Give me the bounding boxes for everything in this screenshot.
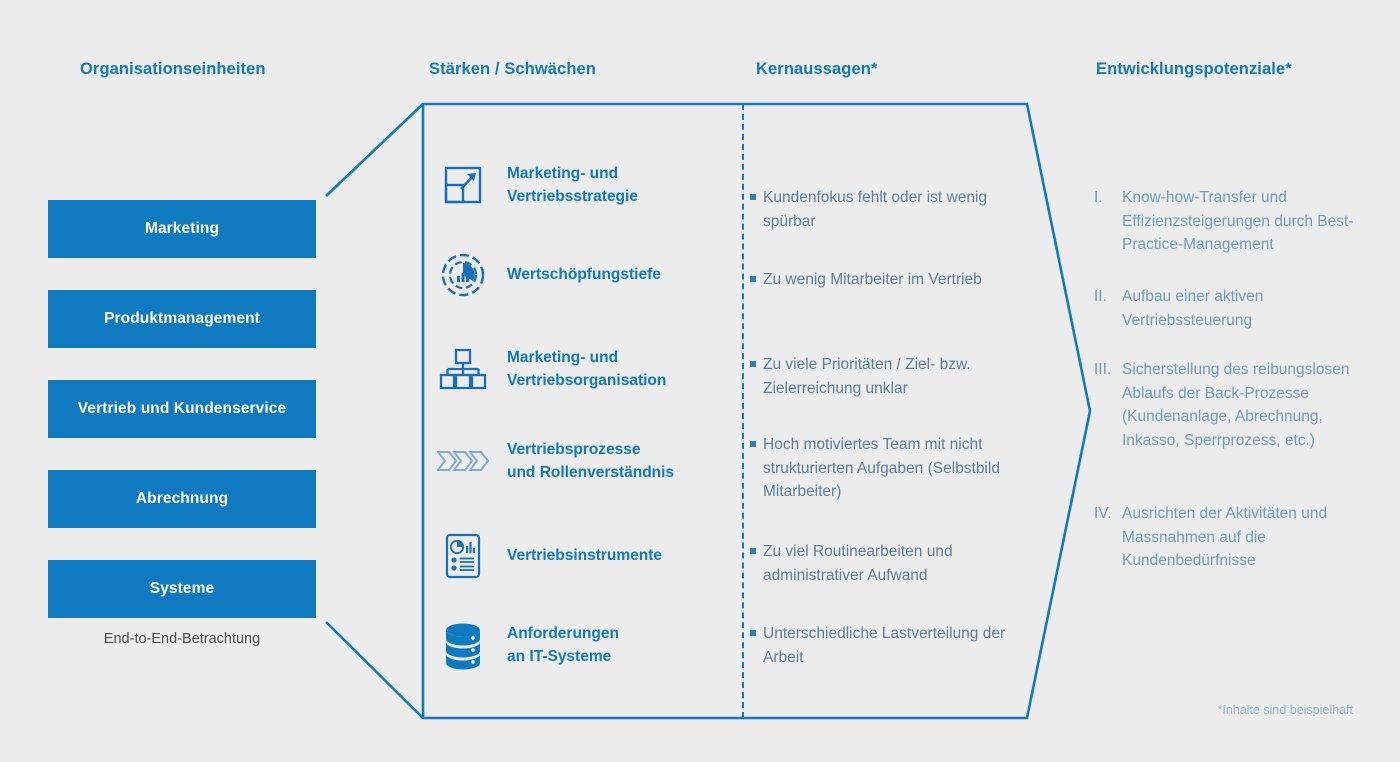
org-units-caption: End-to-End-Betrachtung <box>103 631 261 647</box>
strength-label-line1: Marketing- und <box>507 348 619 366</box>
strength-row[interactable]: Vertriebsinstrumente <box>437 530 722 582</box>
strength-row[interactable]: Wertschöpfungstiefe <box>437 249 722 301</box>
strength-label-line2: an IT-Systeme <box>507 648 612 665</box>
development-potential-numeral: I. <box>1094 189 1103 206</box>
strength-label: Marketing- und Vertriebsorganisation <box>507 346 666 393</box>
value-chain-target-chart-icon <box>437 249 489 301</box>
growth-arrow-box-icon <box>437 159 489 211</box>
strength-label-line2: Vertriebsstrategie <box>507 188 638 205</box>
column-header-staerken-schwaechen: Stärken / Schwächen <box>429 60 596 78</box>
key-statement-item: Zu viele Prioritäten / Ziel- bzw. Zieler… <box>750 353 1025 400</box>
key-statement-item: Kundenfokus fehlt oder ist wenig spürbar <box>750 186 1025 233</box>
report-document-chart-icon <box>437 530 489 582</box>
org-unit-box[interactable]: Vertrieb und Kundenservice <box>48 380 316 438</box>
development-potential-item: I. Know-how-Transfer und Effizienzsteige… <box>1094 186 1364 257</box>
strength-row[interactable]: Marketing- und Vertriebsorganisation <box>437 341 722 397</box>
connector-line-bottom <box>325 621 424 719</box>
process-chevrons-icon <box>437 435 489 487</box>
org-unit-box[interactable]: Systeme <box>48 560 316 618</box>
key-statement-item: Zu viel Routinearbeiten und administrati… <box>750 540 1025 587</box>
development-potential-item: II. Aufbau einer aktiven Vertriebssteuer… <box>1094 285 1364 332</box>
org-unit-box[interactable]: Abrechnung <box>48 470 316 528</box>
key-statement-item: Zu wenig Mitarbeiter im Vertrieb <box>750 268 1025 292</box>
development-potential-text: Sicherstellung des reibungslosen Ablaufs… <box>1122 361 1350 450</box>
strength-label: Vertriebsprozesse und Rollenverständnis <box>507 438 674 485</box>
column-header-organisationseinheiten: Organisationseinheiten <box>80 60 266 78</box>
strength-row[interactable]: Vertriebsprozesse und Rollenverständnis <box>437 433 722 489</box>
strength-label-line2: Vertriebsorganisation <box>507 372 667 389</box>
strength-label: Marketing- und Vertriebsstrategie <box>507 162 638 209</box>
connector-line-top <box>325 103 424 197</box>
development-potential-text: Aufbau einer aktiven Vertriebssteuerung <box>1122 288 1264 329</box>
development-potential-item: IV. Ausrichten der Aktivitäten und Massn… <box>1094 502 1364 573</box>
org-chart-hierarchy-icon <box>437 343 489 395</box>
strength-label-line1: Anforderungen <box>507 624 619 642</box>
key-statement-item: Hoch motiviertes Team mit nicht struktur… <box>750 433 1025 504</box>
strength-label-line1: Marketing- und <box>507 164 619 182</box>
strength-label-line1: Wertschöpfungstiefe <box>507 266 661 284</box>
strength-label: Wertschöpfungstiefe <box>507 263 661 286</box>
org-unit-box[interactable]: Produktmanagement <box>48 290 316 348</box>
strength-label-line1: Vertriebsinstrumente <box>507 547 663 565</box>
vertical-dashed-divider <box>742 104 744 718</box>
column-header-kernaussagen: Kernaussagen* <box>756 60 878 78</box>
development-potential-text: Know-how-Transfer und Effizienzsteigerun… <box>1122 189 1354 254</box>
footnote: *Inhalte sind beispielhaft <box>1217 703 1353 717</box>
development-potential-text: Ausrichten der Aktivitäten und Massnahme… <box>1122 505 1328 570</box>
strength-label: Vertriebsinstrumente <box>507 544 662 567</box>
key-statement-item: Unterschiedliche Lastverteilung der Arbe… <box>750 622 1025 669</box>
org-unit-box[interactable]: Marketing <box>48 200 316 258</box>
development-potential-numeral: IV. <box>1094 505 1112 522</box>
strength-label-line1: Vertriebsprozesse <box>507 440 641 458</box>
development-potential-item: III. Sicherstellung des reibungslosen Ab… <box>1094 358 1364 453</box>
development-potential-numeral: III. <box>1094 361 1112 378</box>
strength-row[interactable]: Marketing- und Vertriebsstrategie <box>437 157 722 213</box>
development-potential-numeral: II. <box>1094 288 1107 305</box>
strength-row[interactable]: Anforderungen an IT-Systeme <box>437 617 722 673</box>
column-header-entwicklungspotenziale: Entwicklungspotenziale* <box>1096 60 1292 78</box>
strength-label: Anforderungen an IT-Systeme <box>507 622 619 669</box>
database-stack-icon <box>437 619 489 671</box>
strength-label-line2: und Rollenverständnis <box>507 464 675 481</box>
